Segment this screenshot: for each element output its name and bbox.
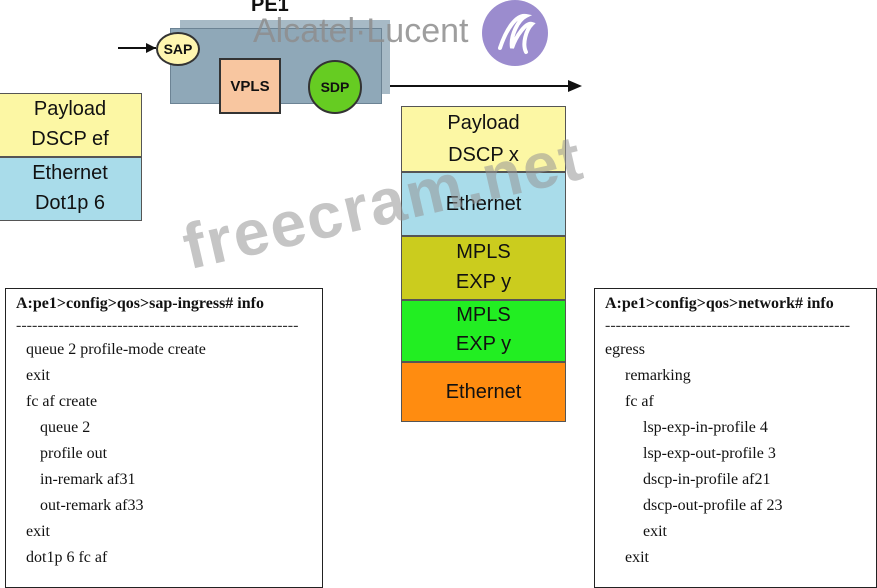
cell-line: MPLS [456,304,511,326]
config-line: queue 2 [40,419,91,436]
config-line: dscp-in-profile af21 [643,471,771,488]
panel-separator: ----------------------------------------… [16,317,299,334]
panel-separator: ----------------------------------------… [605,317,851,334]
cell-line: Ethernet [32,162,108,184]
config-line: lsp-exp-out-profile 3 [643,445,776,462]
config-line: exit [643,523,667,540]
network-config-panel: A:pe1>config>qos>network# info ---------… [594,288,877,588]
panel-header: A:pe1>config>qos>network# info [605,295,834,312]
config-line: fc af [625,393,654,410]
cell-line: Ethernet [445,380,522,403]
config-line: profile out [40,445,108,462]
config-line: exit [26,523,50,540]
cell-line: MPLS [456,241,511,263]
config-line: dot1p 6 fc af [26,549,108,566]
stack-cell: Ethernet [401,172,566,236]
stack-cell: Ethernet [401,362,566,422]
cell-line: Dot1p 6 [34,192,106,214]
config-line: dscp-out-profile af 23 [643,497,783,514]
config-line: in-remark af31 [40,471,136,488]
stack-cell: Payload DSCP ef [0,93,142,157]
config-line: fc af create [26,393,98,410]
alcatel-lucent-logo-text: Alcatel·Lucent [253,12,469,50]
sdp-node: SDP [308,60,362,114]
pe-title: PE1 [251,0,289,16]
cell-line: Payload [447,112,520,134]
sap-node: SAP [156,32,200,66]
config-line: egress [605,341,645,358]
cell-line: Ethernet [445,192,522,215]
config-line: lsp-exp-in-profile 4 [643,419,768,436]
cell-line: DSCP x [448,144,519,166]
stack-cell: Ethernet Dot1p 6 [0,157,142,221]
vpls-node: VPLS [219,58,281,114]
stack-cell: MPLS EXP y [401,300,566,362]
cell-line: EXP y [455,333,512,355]
cell-line: DSCP ef [31,128,109,150]
config-line: queue 2 profile-mode create [26,341,206,358]
stack-cell: MPLS EXP y [401,236,566,300]
ingress-packet-stack: Payload DSCP ef Ethernet Dot1p 6 [0,93,142,221]
sap-ingress-config-panel: A:pe1>config>qos>sap-ingress# info -----… [5,288,323,588]
config-line: out-remark af33 [40,497,144,514]
alcatel-lucent-logo-icon [482,0,548,66]
stack-cell: Payload DSCP x [401,106,566,172]
cell-line: EXP y [455,271,512,293]
config-line: exit [26,367,50,384]
panel-header: A:pe1>config>qos>sap-ingress# info [16,295,264,312]
config-line: exit [625,549,649,566]
egress-packet-stack: Payload DSCP x Ethernet MPLS EXP y MPLS … [401,106,566,422]
config-line: remarking [625,367,691,384]
cell-line: Payload [33,98,107,120]
